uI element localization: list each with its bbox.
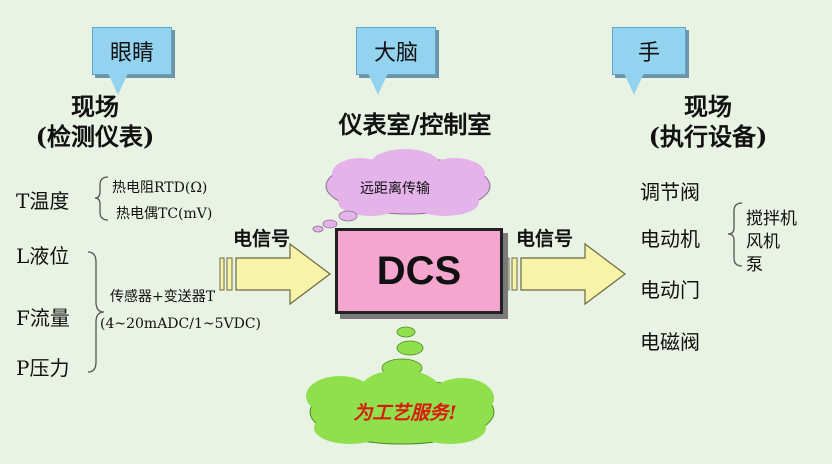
- right-heading-line2: (执行设备): [648, 122, 768, 151]
- left-heading-line1: 现场: [71, 92, 119, 121]
- eye-callout-tail: [108, 73, 128, 95]
- hand-callout-tail: [624, 73, 644, 95]
- motor-item-mixer: 搅拌机: [746, 209, 797, 229]
- temperature-brace: [94, 176, 109, 221]
- center-heading: 仪表室/控制室: [338, 110, 492, 139]
- dcs-box: DCS: [335, 228, 503, 314]
- transmission-cloud-label: 远距离传输: [360, 181, 430, 197]
- transmission-cloud: [312, 149, 491, 233]
- motor-item-pump: 泵: [746, 255, 763, 275]
- left-signal-arrow: [219, 242, 331, 306]
- temperature-label: T温度: [16, 189, 70, 213]
- eye-callout: 眼睛: [92, 27, 172, 75]
- signal-range-label: (4~20mADC/1~5VDC): [100, 316, 262, 332]
- door-label: 电动门: [640, 278, 700, 302]
- eye-callout-label: 眼睛: [109, 41, 154, 66]
- valve-label: 调节阀: [640, 180, 700, 204]
- left-signal-label: 电信号: [233, 228, 291, 250]
- service-cloud: [306, 326, 495, 445]
- level-label: L液位: [16, 244, 70, 268]
- flow-label: F流量: [16, 306, 70, 330]
- brain-callout: 大脑: [356, 27, 436, 75]
- right-heading: 现场 (执行设备): [628, 92, 788, 152]
- motor-label: 电动机: [640, 227, 700, 251]
- brain-callout-label: 大脑: [373, 41, 418, 66]
- motor-item-fan: 风机: [746, 232, 780, 252]
- pressure-label: P压力: [16, 356, 70, 380]
- solenoid-label: 电磁阀: [640, 330, 700, 354]
- rtd-label: 热电阻RTD(Ω): [112, 180, 208, 196]
- right-signal-arrow: [504, 242, 626, 306]
- hand-callout: 手: [612, 27, 686, 75]
- right-signal-label: 电信号: [516, 228, 574, 250]
- left-heading-line2: (检测仪表): [35, 122, 155, 151]
- transmitter-label: 传感器+变送器T: [110, 289, 216, 305]
- dcs-label: DCS: [376, 248, 462, 293]
- motor-brace: [727, 202, 743, 267]
- left-heading: 现场 (检测仪表): [20, 92, 170, 152]
- right-heading-line1: 现场: [684, 92, 732, 121]
- measurement-brace: [87, 251, 105, 373]
- brain-callout-tail: [368, 73, 388, 95]
- hand-callout-label: 手: [637, 41, 660, 66]
- tc-label: 热电偶TC(mV): [116, 206, 213, 222]
- service-cloud-label: 为工艺服务!: [353, 402, 457, 424]
